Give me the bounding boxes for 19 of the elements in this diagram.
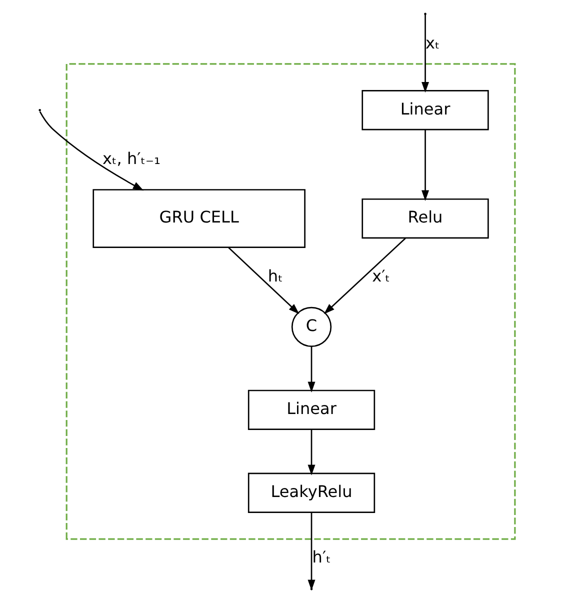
arrow xyxy=(307,429,315,476)
node-box: LeakyRelu xyxy=(247,472,375,513)
edge-label: xₜ xyxy=(425,34,440,53)
arrow xyxy=(421,14,429,93)
arrow xyxy=(421,130,429,202)
arrow xyxy=(307,346,315,392)
edge-label: h′ₜ xyxy=(312,548,330,567)
arrow xyxy=(38,111,144,191)
cluster xyxy=(65,63,516,540)
edge-label: xₜ, h′ₜ₋₁ xyxy=(102,148,160,168)
arrow xyxy=(323,238,406,314)
edge-label: hₜ xyxy=(267,266,282,286)
node-box: Linear xyxy=(361,90,488,130)
node-box: Relu xyxy=(361,198,488,239)
arrow xyxy=(228,247,299,314)
node-box: GRU CELL xyxy=(92,189,305,248)
node-circle: C xyxy=(290,306,332,347)
node-box: Linear xyxy=(247,390,375,430)
edge-label: x′ₜ xyxy=(372,266,390,286)
